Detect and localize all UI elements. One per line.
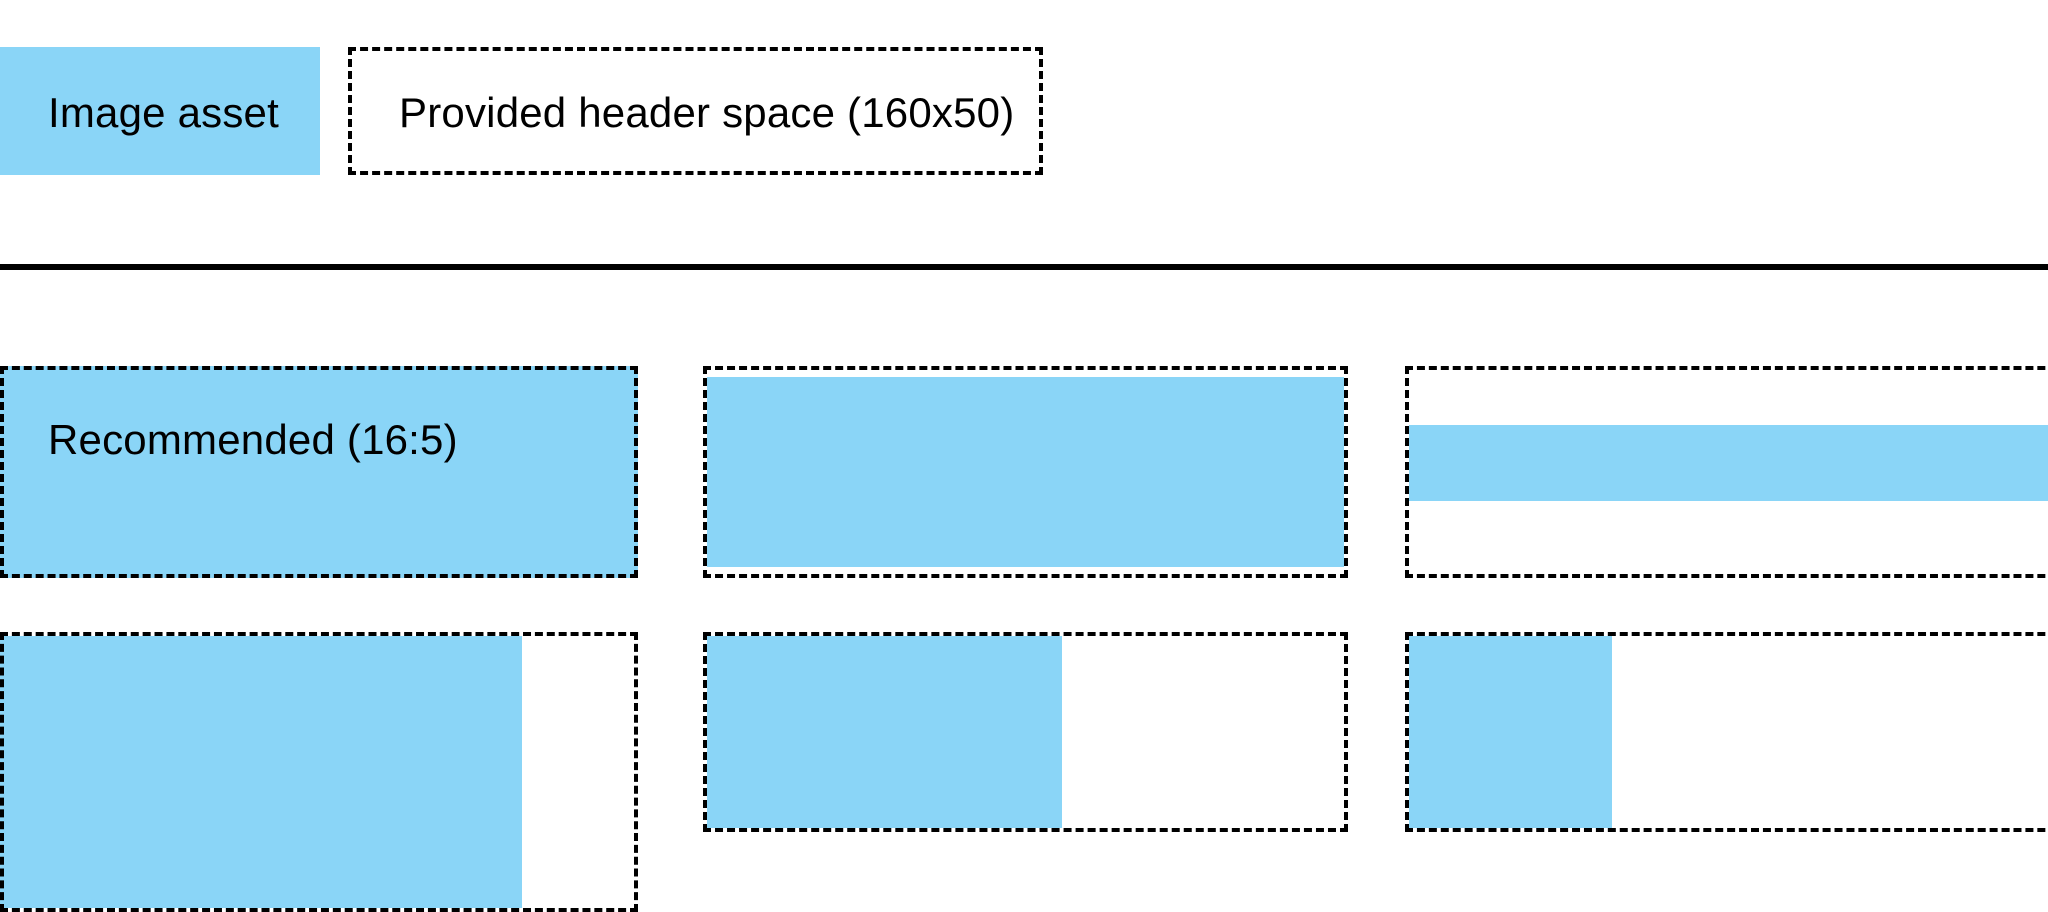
recommended-ratio-swatch [0, 366, 638, 578]
inset-short-band-outline [1405, 366, 2048, 578]
recommended-ratio-label: Recommended (16:5) [48, 416, 458, 463]
provided-header-space-outline [348, 47, 1043, 175]
partial-width-medium-swatch [707, 636, 1062, 828]
image-asset-swatch [0, 47, 320, 175]
inset-short-band-swatch [1409, 425, 2048, 501]
partial-width-wide-swatch [0, 636, 522, 908]
partial-width-narrow-swatch [1409, 636, 1612, 828]
inset-full-width-outline [703, 366, 1348, 578]
inset-full-width-swatch [707, 377, 1344, 567]
partial-width-wide-outline [0, 632, 638, 912]
provided-header-space-label: Provided header space (160x50) [399, 89, 1015, 136]
image-asset-label: Image asset [48, 89, 279, 136]
section-divider [0, 264, 2048, 270]
partial-width-narrow-outline [1405, 632, 2048, 832]
partial-width-medium-outline [703, 632, 1348, 832]
recommended-ratio-outline [0, 366, 638, 578]
